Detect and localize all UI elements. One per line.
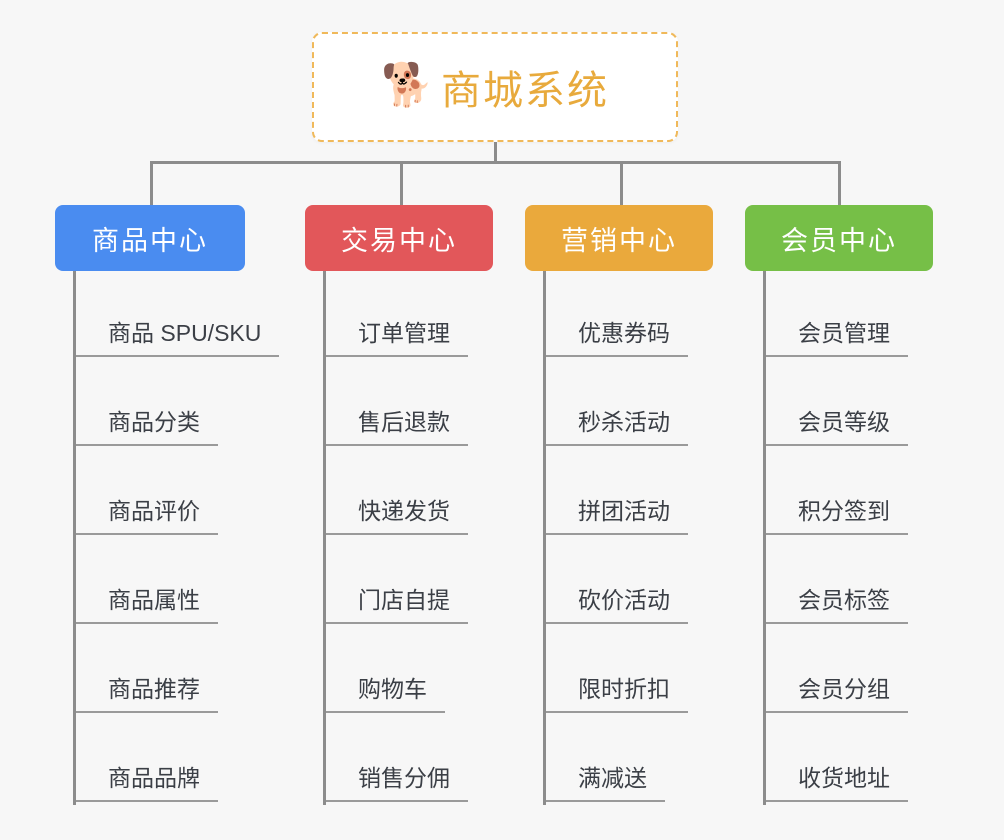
connector-root-stem — [494, 142, 497, 164]
root-title: 商城系统 — [441, 69, 609, 113]
leaf-item[interactable]: 快递发货 — [326, 449, 493, 538]
leaf-label: 砍价活动 — [546, 581, 688, 624]
category-column-2: 交易中心 订单管理 售后退款 快递发货 门店自提 购物车 销售分佣 — [305, 205, 493, 805]
leaf-item[interactable]: 秒杀活动 — [546, 360, 713, 449]
leaf-item[interactable]: 优惠券码 — [546, 271, 713, 360]
leaf-item[interactable]: 售后退款 — [326, 360, 493, 449]
root-node[interactable]: 🐕 商城系统 — [312, 32, 678, 142]
leaf-label: 商品属性 — [76, 581, 218, 624]
leaf-item[interactable]: 会员管理 — [766, 271, 933, 360]
connector-drop-4 — [838, 161, 841, 205]
category-label-2: 交易中心 — [341, 225, 457, 256]
leaf-item[interactable]: 商品属性 — [76, 538, 245, 627]
leaf-item[interactable]: 满减送 — [546, 716, 713, 805]
leaf-label: 会员分组 — [766, 670, 908, 713]
leaf-label: 购物车 — [326, 670, 445, 713]
leaf-label: 快递发货 — [326, 492, 468, 535]
leaf-item[interactable]: 会员分组 — [766, 627, 933, 716]
leaf-item[interactable]: 购物车 — [326, 627, 493, 716]
connector-drop-1 — [150, 161, 153, 205]
leaf-label: 会员管理 — [766, 314, 908, 357]
leaf-item[interactable]: 砍价活动 — [546, 538, 713, 627]
category-column-1: 商品中心 商品 SPU/SKU 商品分类 商品评价 商品属性 商品推荐 商品品牌 — [55, 205, 280, 805]
leaf-label: 商品推荐 — [76, 670, 218, 713]
category-column-3: 营销中心 优惠券码 秒杀活动 拼团活动 砍价活动 限时折扣 满减送 — [525, 205, 713, 805]
leaf-item[interactable]: 门店自提 — [326, 538, 493, 627]
leaf-label: 商品 SPU/SKU — [76, 314, 280, 357]
category-header-3[interactable]: 营销中心 — [525, 205, 713, 271]
leaf-item[interactable]: 商品推荐 — [76, 627, 245, 716]
branch-list-2: 订单管理 售后退款 快递发货 门店自提 购物车 销售分佣 — [323, 271, 493, 805]
leaf-item[interactable]: 收货地址 — [766, 716, 933, 805]
leaf-label: 商品分类 — [76, 403, 218, 446]
category-header-1[interactable]: 商品中心 — [55, 205, 245, 271]
leaf-label: 满减送 — [546, 759, 665, 802]
leaf-label: 优惠券码 — [546, 314, 688, 357]
shiba-dog-emoji: 🐕 — [381, 61, 434, 108]
leaf-label: 会员标签 — [766, 581, 908, 624]
category-header-4[interactable]: 会员中心 — [745, 205, 933, 271]
leaf-label: 收货地址 — [766, 759, 908, 802]
category-header-2[interactable]: 交易中心 — [305, 205, 493, 271]
leaf-label: 会员等级 — [766, 403, 908, 446]
leaf-item[interactable]: 会员标签 — [766, 538, 933, 627]
connector-drop-3 — [620, 161, 623, 205]
leaf-item[interactable]: 商品 SPU/SKU — [76, 271, 280, 360]
leaf-item[interactable]: 商品分类 — [76, 360, 245, 449]
branch-list-3: 优惠券码 秒杀活动 拼团活动 砍价活动 限时折扣 满减送 — [543, 271, 713, 805]
leaf-label: 商品评价 — [76, 492, 218, 535]
branch-list-4: 会员管理 会员等级 积分签到 会员标签 会员分组 收货地址 — [763, 271, 933, 805]
leaf-label: 限时折扣 — [546, 670, 688, 713]
category-label-3: 营销中心 — [561, 225, 677, 256]
leaf-label: 订单管理 — [326, 314, 468, 357]
leaf-item[interactable]: 订单管理 — [326, 271, 493, 360]
leaf-item[interactable]: 拼团活动 — [546, 449, 713, 538]
leaf-item[interactable]: 限时折扣 — [546, 627, 713, 716]
leaf-label: 门店自提 — [326, 581, 468, 624]
category-label-4: 会员中心 — [781, 225, 897, 256]
leaf-item[interactable]: 商品评价 — [76, 449, 245, 538]
leaf-label: 拼团活动 — [546, 492, 688, 535]
leaf-label: 秒杀活动 — [546, 403, 688, 446]
leaf-label: 销售分佣 — [326, 759, 468, 802]
connector-horizontal-bus — [150, 161, 840, 164]
leaf-label: 积分签到 — [766, 492, 908, 535]
leaf-item[interactable]: 会员等级 — [766, 360, 933, 449]
leaf-item[interactable]: 商品品牌 — [76, 716, 245, 805]
leaf-label: 售后退款 — [326, 403, 468, 446]
connector-drop-2 — [400, 161, 403, 205]
leaf-label: 商品品牌 — [76, 759, 218, 802]
leaf-item[interactable]: 销售分佣 — [326, 716, 493, 805]
leaf-item[interactable]: 积分签到 — [766, 449, 933, 538]
branch-list-1: 商品 SPU/SKU 商品分类 商品评价 商品属性 商品推荐 商品品牌 — [73, 271, 280, 805]
category-label-1: 商品中心 — [92, 225, 208, 256]
category-column-4: 会员中心 会员管理 会员等级 积分签到 会员标签 会员分组 收货地址 — [745, 205, 933, 805]
